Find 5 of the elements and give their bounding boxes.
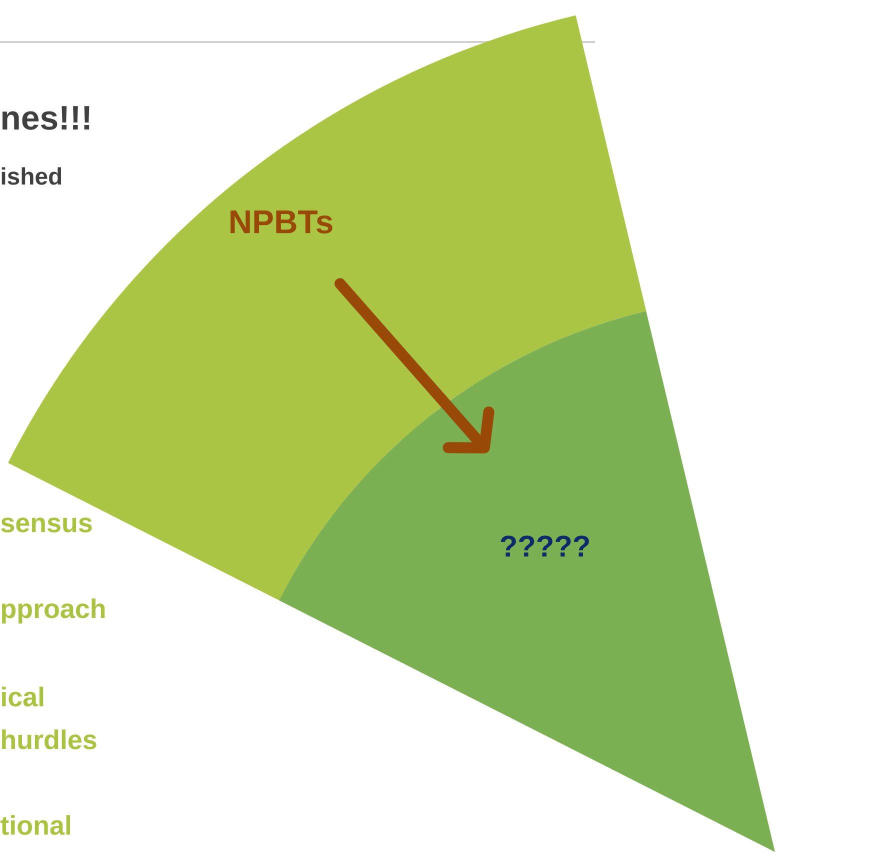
sector: ????? [279, 311, 775, 852]
list-item: tional [0, 815, 70, 835]
list-item: pproach [2, 598, 105, 624]
arrow [334, 278, 494, 454]
list-item: ical hurdles [2, 686, 96, 750]
